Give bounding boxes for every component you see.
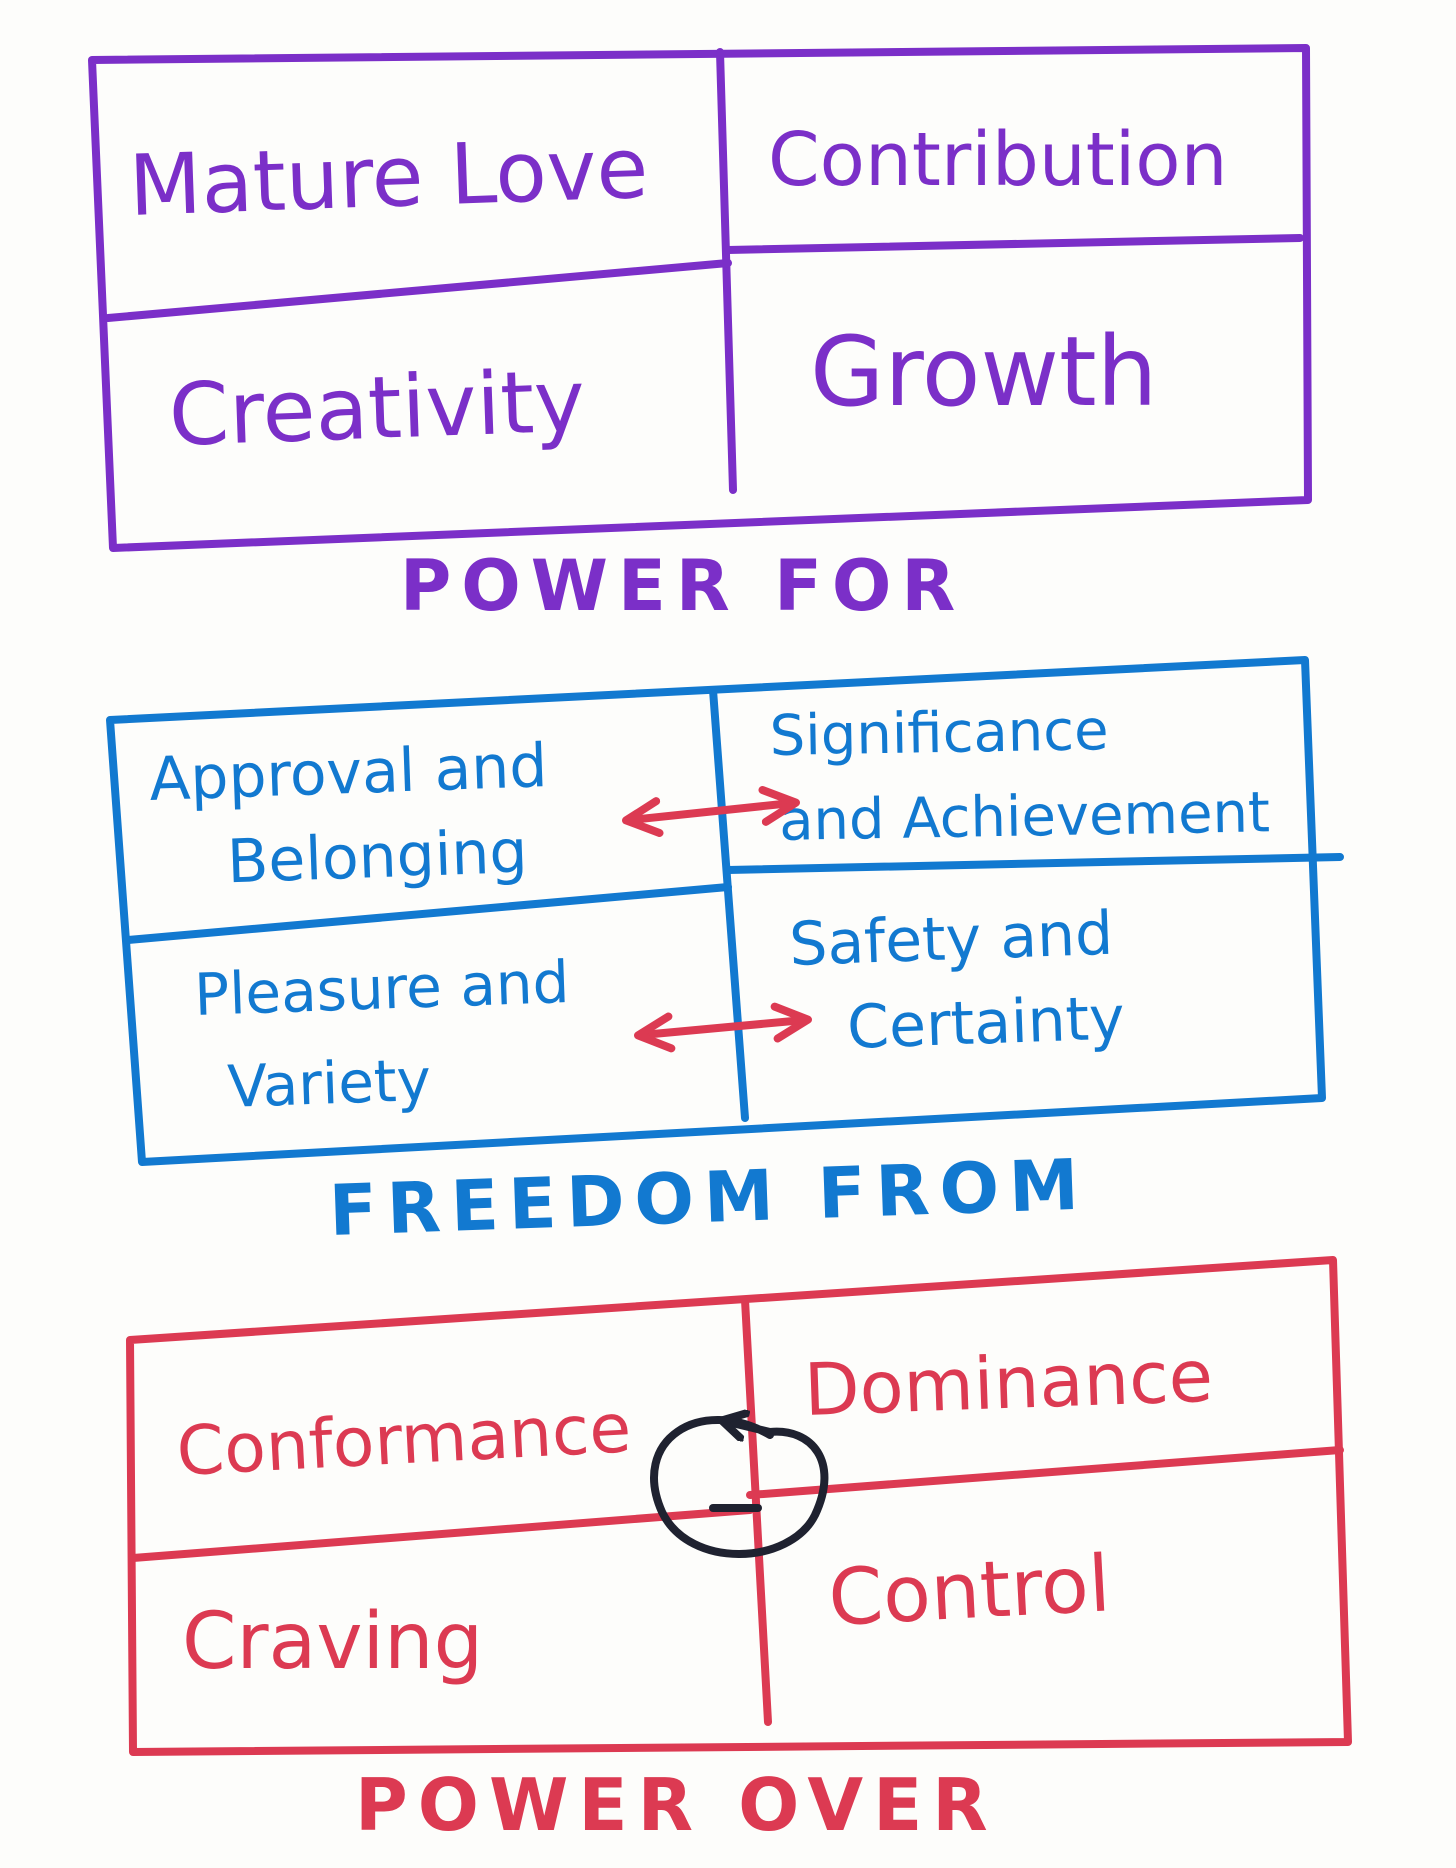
double-arrow-icon <box>622 786 800 837</box>
power-for-cell-top-right: Contribution <box>768 117 1227 203</box>
power-over-caption: POWER OVER <box>355 1763 998 1847</box>
freedom-from-cell-top-right-line-1: Significance <box>769 698 1109 769</box>
power-over-outline <box>126 1256 1352 1756</box>
freedom-from-caption: FREEDOM FROM <box>328 1144 1090 1252</box>
power-for-cell-bottom-right: Growth <box>810 316 1157 428</box>
power-for-caption: POWER FOR <box>400 545 965 627</box>
power-for-right-horizontal-divider <box>724 234 1304 254</box>
double-arrow-icon <box>634 1002 812 1053</box>
freedom-from-quadrant: Approval and Belonging Significance and … <box>106 656 1344 1252</box>
freedom-from-cell-top-right: Significance and Achievement <box>769 695 1270 854</box>
power-over-cell-top-left: Conformance <box>175 1389 633 1492</box>
power-for-outline <box>88 44 1312 552</box>
power-for-vertical-divider <box>716 48 737 494</box>
freedom-from-cell-bottom-right-line-1: Safety and <box>788 899 1114 980</box>
freedom-from-cell-top-left-line-2: Belonging <box>226 817 529 897</box>
freedom-from-cell-bottom-right: Safety and Certainty <box>788 898 1136 1065</box>
freedom-from-cell-top-left-line-1: Approval and <box>148 731 548 815</box>
power-over-cell-bottom-right: Control <box>826 1539 1112 1644</box>
freedom-from-vertical-divider <box>709 686 749 1122</box>
freedom-from-left-horizontal-divider <box>124 883 732 944</box>
power-over-left-horizontal-divider <box>129 1506 754 1562</box>
freedom-from-cell-bottom-left-line-2: Variety <box>226 1046 432 1121</box>
power-for-left-horizontal-divider <box>104 259 732 322</box>
freedom-from-outline <box>106 656 1326 1166</box>
freedom-from-cell-top-left: Approval and Belonging <box>148 730 570 899</box>
cycle-minus-icon <box>650 1420 829 1558</box>
freedom-from-cell-bottom-right-line-2: Certainty <box>846 983 1126 1063</box>
power-for-cell-bottom-left: Creativity <box>167 352 586 466</box>
power-for-quadrant: Mature Love Contribution Creativity Grow… <box>88 44 1312 627</box>
power-over-cell-bottom-left: Craving <box>182 1597 483 1687</box>
power-over-cell-top-right: Dominance <box>803 1334 1215 1432</box>
power-over-right-horizontal-divider <box>746 1446 1344 1499</box>
freedom-from-right-horizontal-divider <box>724 853 1344 874</box>
freedom-from-cell-top-right-line-2: and Achievement <box>779 780 1271 854</box>
power-for-cell-top-left: Mature Love <box>127 119 649 235</box>
power-over-quadrant: Conformance Dominance Craving Control PO… <box>126 1256 1352 1847</box>
freedom-from-cell-bottom-left: Pleasure and Variety <box>193 947 592 1122</box>
freedom-from-cell-bottom-left-line-1: Pleasure and <box>193 948 570 1029</box>
cycle-loop <box>650 1420 829 1558</box>
